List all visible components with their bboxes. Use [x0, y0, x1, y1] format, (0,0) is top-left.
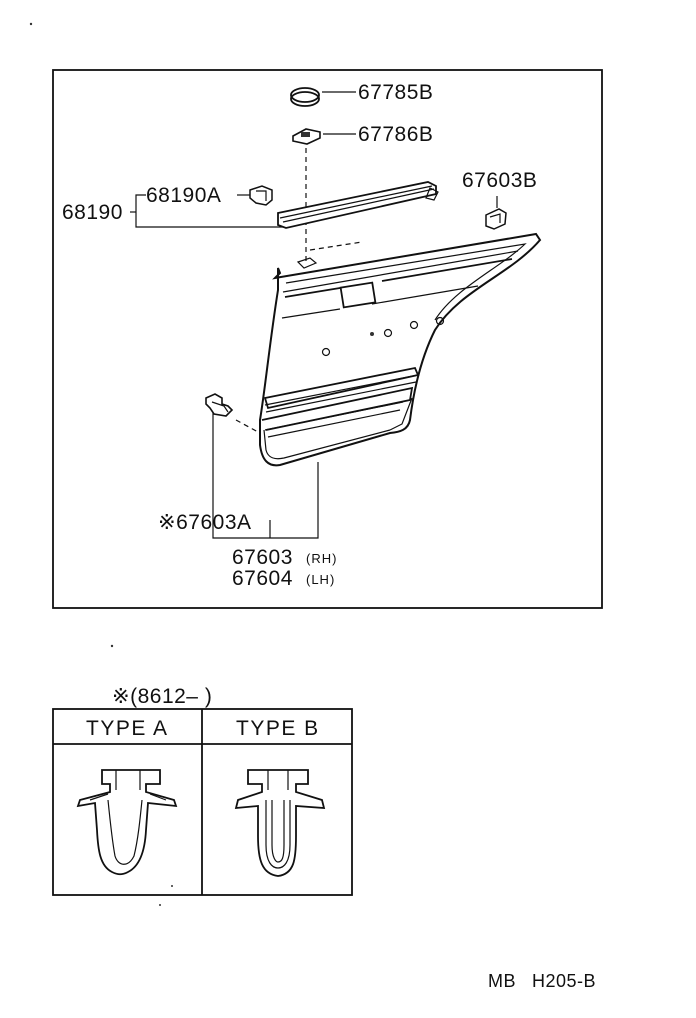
- type-b-clip-drawing: [234, 769, 326, 877]
- cap-67785b-part: [290, 87, 320, 107]
- part-side-lh: (LH): [306, 572, 336, 587]
- type-a-header: TYPE A: [86, 717, 169, 740]
- part-label-68190a: 68190A: [146, 184, 222, 207]
- clip-67786b-part: [292, 128, 321, 145]
- weatherstrip-68190-part: [277, 181, 439, 229]
- part-label-67786b: 67786B: [358, 123, 434, 146]
- door-trim-panel-part: [259, 232, 542, 467]
- part-label-68190: 68190: [62, 201, 123, 224]
- part-label-67785b: 67785B: [358, 81, 434, 104]
- diagram-frame: [52, 69, 603, 609]
- type-a-clip-drawing: [76, 769, 178, 876]
- type-b-header: TYPE B: [236, 717, 320, 740]
- clip-67603b-part: [485, 208, 507, 230]
- footer-page-ref: H205-B: [532, 971, 597, 991]
- footer-code: MB: [488, 971, 516, 991]
- part-label-67604: 67604: [232, 567, 293, 590]
- part-label-67603b: 67603B: [462, 169, 538, 192]
- part-label-67603: 67603: [232, 546, 293, 569]
- production-date-note: ※(8612– ): [112, 685, 213, 708]
- part-side-rh: (RH): [306, 551, 338, 566]
- clip-68190a-part: [249, 185, 273, 206]
- part-label-67603a: ※67603A: [158, 511, 252, 534]
- clip-67603a-part: [205, 393, 234, 417]
